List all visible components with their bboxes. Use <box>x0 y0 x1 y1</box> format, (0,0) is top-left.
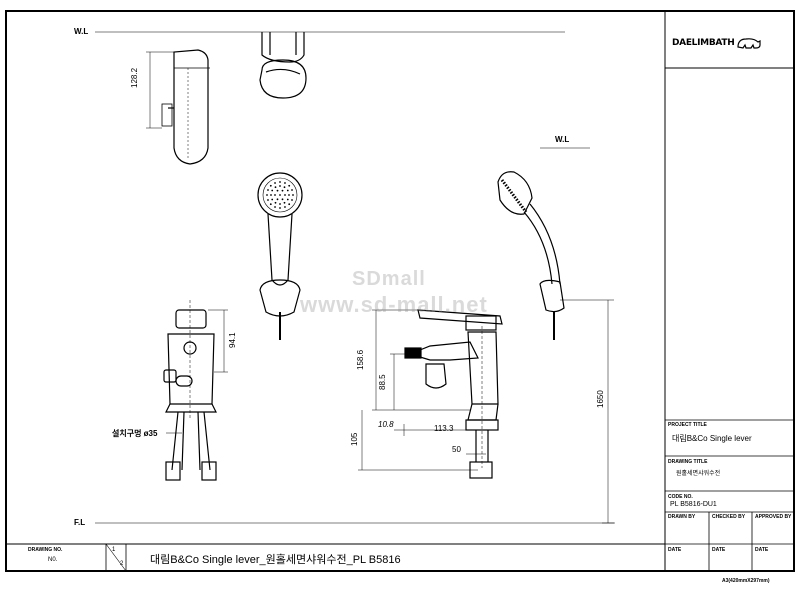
dim-text-10: 10.8 <box>378 420 394 429</box>
watermark-line2: www.sd-mall.net <box>300 292 488 317</box>
floor-level-label: F.L <box>74 518 86 527</box>
spray-hole <box>281 198 284 201</box>
spray-hole <box>274 182 276 184</box>
brand-logo: DAELIMBATH <box>672 34 790 52</box>
faucet-section-drawing <box>404 309 503 479</box>
hand-shower-front-drawing <box>257 172 303 340</box>
dim-text-128: 128.2 <box>130 67 139 88</box>
spray-hole <box>267 199 269 201</box>
wall-holder-drawing <box>259 32 307 99</box>
spray-hole <box>291 189 293 191</box>
bear-logo-icon <box>737 38 762 49</box>
spray-hole <box>270 194 272 196</box>
spray-holes <box>266 181 294 209</box>
drawing-no-label: DRAWING NO. <box>28 547 63 553</box>
holder-side-drawing <box>161 49 210 165</box>
paper-size: A3(420mmX297mm) <box>722 578 770 584</box>
sheet-number-top: 1 <box>112 547 116 553</box>
spray-hole <box>274 194 276 196</box>
install-hole-label: 설치구멍 ø35 <box>112 429 158 438</box>
spray-hole <box>281 189 284 192</box>
spray-hole <box>279 207 281 209</box>
dim-text-113: 113.3 <box>434 424 454 433</box>
spray-hole <box>274 201 277 204</box>
date-label-2: DATE <box>712 547 726 553</box>
spray-hole <box>284 182 286 184</box>
spray-hole <box>276 189 279 192</box>
dim-text-158: 158.6 <box>356 349 365 370</box>
spray-hole <box>279 203 281 205</box>
project-title-label: PROJECT TITLE <box>668 422 707 428</box>
approved-by-label: APPROVED BY <box>755 514 792 520</box>
drawing-no: N0. <box>48 557 58 563</box>
drawing-title-label: DRAWING TITLE <box>668 459 708 465</box>
spray-hole <box>276 198 279 201</box>
dim-text-50: 50 <box>452 445 461 454</box>
spray-hole <box>267 189 269 191</box>
spray-hole <box>271 189 274 192</box>
spray-hole <box>283 186 286 189</box>
spray-hole <box>286 189 289 192</box>
spray-hole <box>269 184 272 187</box>
code-number: PL B5816-DU1 <box>670 501 717 508</box>
spray-hole <box>279 185 281 187</box>
title-block-frame <box>664 11 794 571</box>
section-dimensions <box>358 299 614 524</box>
spray-hole <box>284 206 286 208</box>
spray-hole <box>288 194 290 196</box>
spray-hole <box>292 194 294 196</box>
water-level-label-right: W.L <box>555 135 570 144</box>
dim-text-88: 88.5 <box>378 374 387 390</box>
dim-text-94: 94.1 <box>228 332 237 348</box>
date-label-3: DATE <box>755 547 769 553</box>
spray-hole <box>271 198 274 201</box>
spray-hole <box>279 181 281 183</box>
drawn-by-label: DRAWN BY <box>668 514 696 520</box>
dim-text-1650: 1650 <box>596 390 605 408</box>
spray-hole <box>266 194 268 196</box>
spray-hole <box>274 186 277 189</box>
checked-by-label: CHECKED BY <box>712 514 746 520</box>
watermark-line1: SDmall <box>352 268 426 290</box>
spray-hole <box>284 194 286 196</box>
footer-frame <box>6 543 665 572</box>
main-title: 대림B&Co Single lever_원홀세면샤워수전_PL B5816 <box>150 554 401 566</box>
spray-hole <box>291 199 293 201</box>
project-title: 대림B&Co Single lever <box>672 434 752 443</box>
water-level-label-top: W.L <box>74 27 89 36</box>
spray-hole <box>288 184 291 187</box>
faucet-front-drawing <box>163 300 217 481</box>
sheet-border <box>5 10 795 572</box>
spray-hole <box>279 194 281 196</box>
spray-hole <box>274 206 276 208</box>
drawing-title: 원홀세면샤워수전 <box>676 471 721 477</box>
dim-text-105: 105 <box>350 432 359 446</box>
spray-hole <box>283 201 286 204</box>
spray-hole <box>286 198 289 201</box>
brand-logo-text: DAELIMBATH <box>672 38 735 48</box>
date-label-1: DATE <box>668 547 682 553</box>
dimension-128 <box>146 51 174 129</box>
sheet-number-bottom: 2 <box>120 561 124 567</box>
dimension-94 <box>208 309 228 373</box>
spray-hole <box>288 203 291 206</box>
hand-shower-side-drawing <box>497 171 565 340</box>
spray-hole <box>269 203 272 206</box>
code-label: CODE NO. <box>668 494 693 500</box>
